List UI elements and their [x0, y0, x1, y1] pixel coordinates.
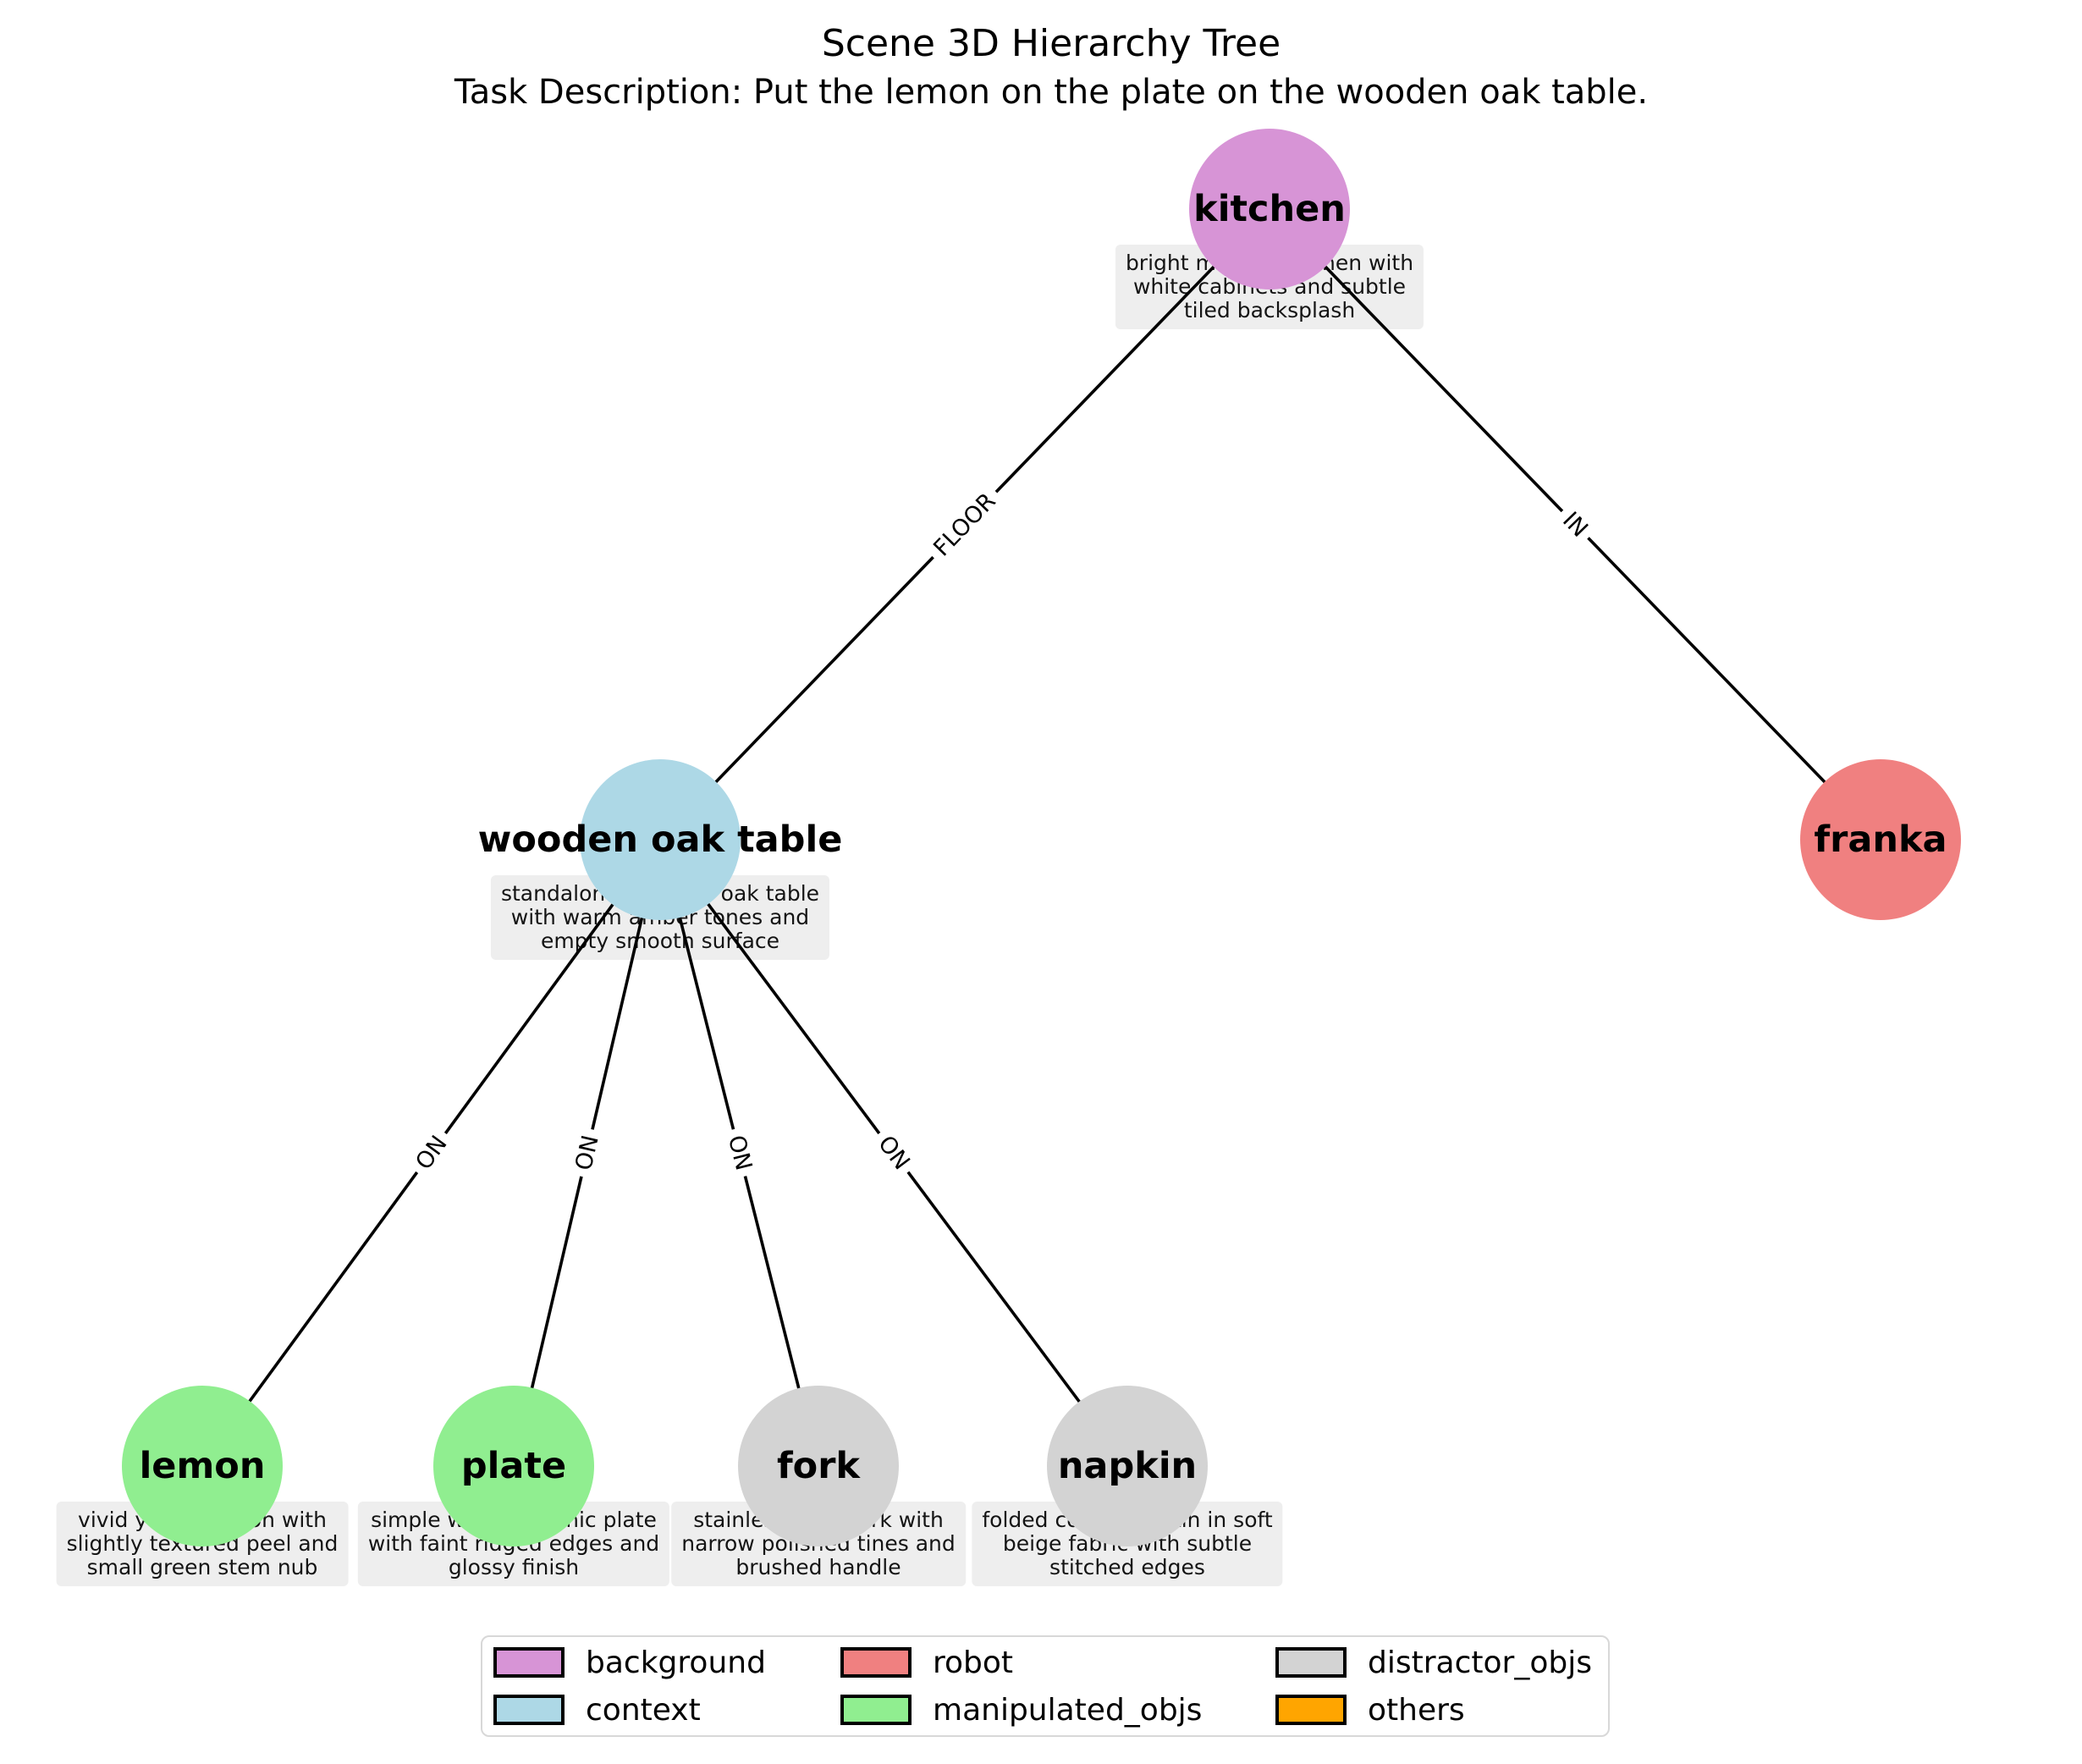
legend-swatch-distractor_objs [1275, 1647, 1347, 1678]
node-fork: fork [738, 1386, 899, 1546]
node-wooden-oak-table: wooden oak table [478, 759, 842, 920]
legend-item-distractor_objs: distractor_objs [1275, 1639, 1592, 1686]
legend-column: background context [493, 1639, 766, 1734]
legend-swatch-others [1275, 1695, 1347, 1725]
node-lemon: lemon [122, 1386, 283, 1546]
description-line: glossy finish [448, 1555, 580, 1579]
figure-title: Scene 3D Hierarchy Tree [821, 22, 1281, 65]
legend: background context robot manipulated_objs di… [481, 1635, 1610, 1737]
legend-swatch-context [493, 1695, 565, 1725]
node-kitchen: kitchen [1189, 129, 1350, 289]
node-plate: plate [433, 1386, 594, 1546]
node-label-kitchen: kitchen [1193, 188, 1346, 230]
legend-swatch-manipulated_objs [840, 1695, 912, 1725]
node-label-wooden-oak-table: wooden oak table [477, 819, 843, 861]
node-label-lemon: lemon [139, 1445, 266, 1487]
description-line: small green stem nub [86, 1555, 318, 1579]
legend-item-manipulated_objs: manipulated_objs [840, 1686, 1202, 1734]
legend-item-robot: robot [840, 1639, 1202, 1686]
node-label-franka: franka [1814, 819, 1947, 861]
legend-label-background: background [586, 1645, 766, 1680]
node-label-fork: fork [776, 1445, 861, 1487]
legend-label-context: context [586, 1692, 701, 1728]
description-line: brushed handle [735, 1555, 901, 1579]
legend-item-background: background [493, 1639, 766, 1686]
legend-label-manipulated_objs: manipulated_objs [933, 1692, 1203, 1728]
legend-column: robot manipulated_objs [840, 1639, 1202, 1734]
legend-label-others: others [1368, 1692, 1465, 1728]
node-label-napkin: napkin [1057, 1445, 1198, 1487]
legend-item-context: context [493, 1686, 766, 1734]
task-description: Task Description: Put the lemon on the p… [454, 73, 1649, 112]
legend-item-others: others [1275, 1686, 1592, 1734]
description-line: stitched edges [1049, 1555, 1205, 1579]
node-napkin: napkin [1047, 1386, 1208, 1546]
legend-swatch-robot [840, 1647, 912, 1678]
legend-label-distractor_objs: distractor_objs [1368, 1645, 1592, 1680]
node-label-plate: plate [460, 1445, 567, 1487]
legend-swatch-background [493, 1647, 565, 1678]
node-franka: franka [1800, 759, 1961, 920]
description-line: tiled backsplash [1183, 298, 1356, 322]
legend-label-robot: robot [933, 1645, 1014, 1680]
